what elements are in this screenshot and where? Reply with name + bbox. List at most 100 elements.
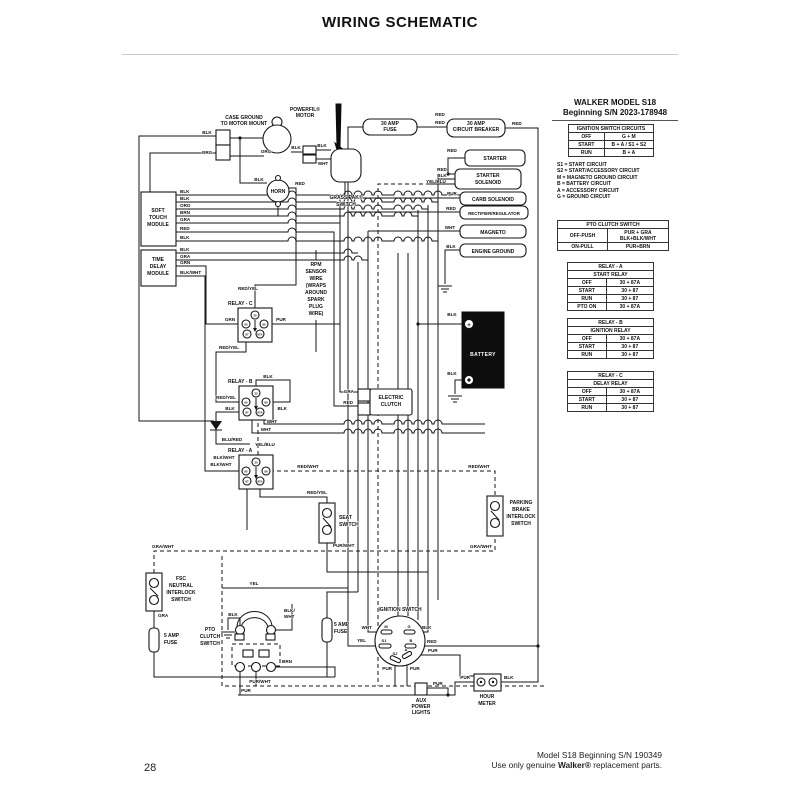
svg-text:WIRE): WIRE) <box>309 311 324 317</box>
relay-pin: 87A <box>257 410 263 414</box>
table-title: RELAY - A <box>567 262 654 271</box>
wire-label: BLK <box>180 235 190 240</box>
wire-label: YEL/BLU <box>426 179 446 184</box>
relay-pin: 85 <box>244 400 248 404</box>
relay-pin: 86 <box>264 400 268 404</box>
wire-label: RED/YEL <box>307 490 327 495</box>
svg-text:RECTIFIER/REGULATOR: RECTIFIER/REGULATOR <box>468 211 521 216</box>
diode <box>210 421 222 431</box>
table-cell: START <box>567 395 607 404</box>
page-number: 28 <box>144 762 157 774</box>
ign-terminal-s1: S1 <box>382 638 388 643</box>
table-title: RELAY - B <box>567 318 654 327</box>
wire-label: ORG <box>202 150 213 155</box>
wire-label: ORG <box>261 149 272 154</box>
wire-label: GRA/WHT <box>152 544 174 549</box>
wire-label: BLK <box>254 177 264 182</box>
svg-text:SWITCH: SWITCH <box>339 522 359 528</box>
wire-label: GRA <box>180 217 191 222</box>
table-cell: 30 + 87A <box>605 278 655 287</box>
relay-pin: 87A <box>257 332 263 336</box>
svg-text:IGNITION SWITCH: IGNITION SWITCH <box>378 607 422 613</box>
table-cell: OFF <box>567 334 607 343</box>
svg-text:CASE GROUND: CASE GROUND <box>225 115 263 121</box>
wire-label: RED <box>427 639 437 644</box>
time-delay-module <box>140 249 177 287</box>
starter-solenoid <box>454 168 522 190</box>
wire-label: BRN <box>282 659 293 664</box>
wire-label: RED/WHT <box>297 464 319 469</box>
carb-solenoid <box>459 191 527 206</box>
wire-label: RED <box>435 120 445 125</box>
svg-text:LIGHTS: LIGHTS <box>412 710 431 716</box>
wire-label: BLK/ <box>284 608 295 613</box>
fuse-5amp-right <box>321 617 333 643</box>
relay-pin: 30 <box>253 313 257 317</box>
svg-text:PTO: PTO <box>205 627 215 633</box>
table-cell: START <box>567 342 607 351</box>
svg-text:5 AMP: 5 AMP <box>164 633 180 639</box>
table-cell: PTO ON <box>567 302 607 311</box>
svg-text:MODULE: MODULE <box>147 222 169 228</box>
wire-label: WHT <box>261 427 272 432</box>
svg-text:30 AMP: 30 AMP <box>381 121 400 127</box>
svg-text:TOUCH: TOUCH <box>149 215 167 221</box>
ign-terminal-b: B <box>410 638 413 643</box>
table-cell: START <box>567 286 607 295</box>
table-cell: OFF <box>567 387 607 396</box>
svg-text:SPARK: SPARK <box>307 297 325 303</box>
wire-label: RED <box>512 121 522 126</box>
table-cell: PUR + GRA BLK+BLK/WHT <box>606 228 670 243</box>
legend-line: G = GROUND CIRCUIT <box>557 194 611 201</box>
wire-label: RED/YEL <box>238 286 258 291</box>
svg-text:RPM: RPM <box>310 262 321 268</box>
pto-clutch-switch <box>231 611 281 673</box>
table-cell: PUR+BRN <box>606 242 670 251</box>
footer-brand: Walker® <box>557 760 591 770</box>
starter <box>464 149 526 167</box>
ignition-switch: M G S1 B S2 A <box>374 615 426 667</box>
wire-label: RED <box>446 206 456 211</box>
svg-text:WIRE: WIRE <box>309 276 323 282</box>
wire-label: WHT <box>362 625 373 630</box>
table-cell: 30 + 87A <box>605 334 655 343</box>
relay-pin: 30 <box>254 460 258 464</box>
svg-text:TO MOTOR MOUNT: TO MOTOR MOUNT <box>221 121 267 127</box>
battery-plus-terminal: + <box>467 323 471 329</box>
legend-line: A = ACCESSORY CIRCUIT <box>557 187 619 194</box>
pto-clutch-switch-table: PTO CLUTCH SWITCH OFF-PUSH PUR + GRA BLK… <box>557 220 670 251</box>
svg-text:ENGINE GROUND: ENGINE GROUND <box>472 249 515 255</box>
svg-text:MODULE: MODULE <box>147 271 169 277</box>
pto-value-line: BLK+BLK/WHT <box>619 235 657 242</box>
rectifier-regulator <box>459 205 529 220</box>
engine-ground <box>459 243 527 258</box>
svg-text:CLUTCH: CLUTCH <box>381 402 402 408</box>
wire-label: YEL/BLU <box>255 442 275 447</box>
relay-pin: 85 <box>244 469 248 473</box>
svg-text:SWITCH: SWITCH <box>171 597 191 603</box>
footer-text: replacement parts. <box>590 760 662 770</box>
wire-label: WHT <box>284 614 295 619</box>
wire-label: RED <box>343 400 353 405</box>
table-cell: OFF <box>567 278 607 287</box>
table-title: RELAY - C <box>567 371 654 380</box>
legend-line: S1 = START CIRCUIT <box>557 162 607 168</box>
model-heading: WALKER MODEL S18 Beginning S/N 2023-1789… <box>552 98 678 121</box>
circuit-legend: S1 = START CIRCUIT S2 = START/ACCESSORY … <box>557 162 687 200</box>
relay-a: 30 85 86 87 87A <box>238 454 274 490</box>
svg-text:INTERLOCK: INTERLOCK <box>166 590 196 596</box>
svg-text:PARKING: PARKING <box>510 500 533 506</box>
table-subtitle: START RELAY <box>567 270 654 279</box>
relay-pin: 30 <box>254 391 258 395</box>
relay-pin: 87 <box>245 410 249 414</box>
wire-label: PUR <box>428 648 438 653</box>
relay-pin: 87 <box>245 479 249 483</box>
svg-text:METER: METER <box>478 701 496 707</box>
model-name: WALKER MODEL S18 <box>573 98 657 107</box>
wire-label: BLK <box>447 371 457 376</box>
svg-text:MAGNETO: MAGNETO <box>480 230 506 236</box>
battery: + BATTERY <box>461 311 505 389</box>
fuse-30amp <box>362 118 418 136</box>
relay-pin: 87A <box>257 479 263 483</box>
relay-pin: 86 <box>264 469 268 473</box>
